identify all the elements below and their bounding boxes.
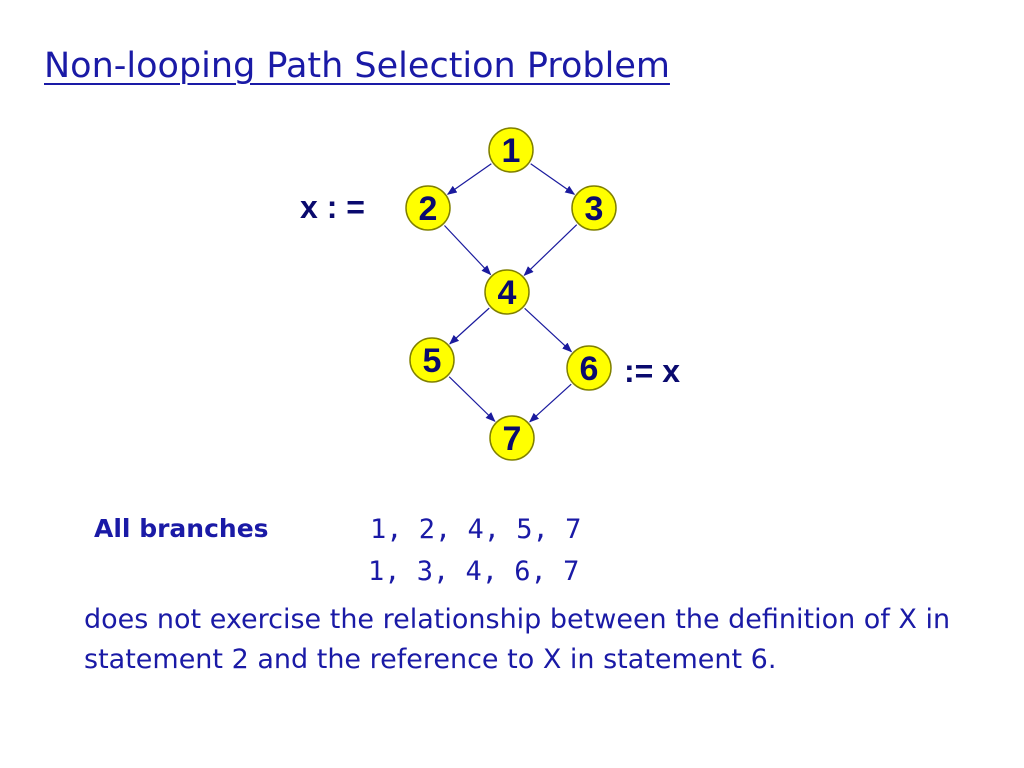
node-7: 7 (489, 415, 535, 461)
node-circle (566, 345, 612, 391)
node-label: 7 (503, 420, 522, 458)
path-2: 1, 3, 4, 6, 7 (368, 556, 580, 587)
node-circle (571, 185, 617, 231)
edge-2-4 (444, 225, 492, 276)
edge-5-7 (448, 376, 496, 422)
node-circle (484, 269, 530, 315)
node-6: 6 (566, 345, 612, 391)
node-circle (409, 337, 455, 383)
node-5: 5 (409, 337, 455, 383)
node-circle (488, 127, 534, 173)
edge-1-2 (446, 163, 492, 195)
node-circle (489, 415, 535, 461)
node-circle (405, 185, 451, 231)
node-label: 3 (585, 190, 604, 228)
reference-annotation: := x (624, 353, 680, 389)
node-label: 6 (580, 350, 599, 388)
edge-1-3 (530, 163, 576, 195)
node-4: 4 (484, 269, 530, 315)
edge-4-5 (449, 307, 490, 345)
node-1: 1 (488, 127, 534, 173)
path-1: 1, 2, 4, 5, 7 (370, 514, 582, 545)
graph-nodes: 1 2 3 4 5 6 7 (405, 127, 617, 461)
edge-4-6 (524, 307, 573, 353)
edge-6-7 (529, 383, 572, 423)
definition-annotation: x : = (300, 189, 365, 225)
node-2: 2 (405, 185, 451, 231)
explanation-text: does not exercise the relationship betwe… (84, 604, 951, 675)
slide-title: Non-looping Path Selection Problem (44, 46, 670, 86)
node-label: 4 (498, 274, 517, 312)
graph-edges (444, 163, 578, 423)
node-3: 3 (571, 185, 617, 231)
branches-label: All branches (94, 514, 269, 543)
node-label: 5 (423, 342, 442, 380)
node-label: 1 (502, 132, 521, 170)
node-label: 2 (419, 190, 438, 228)
edge-3-4 (523, 224, 578, 277)
